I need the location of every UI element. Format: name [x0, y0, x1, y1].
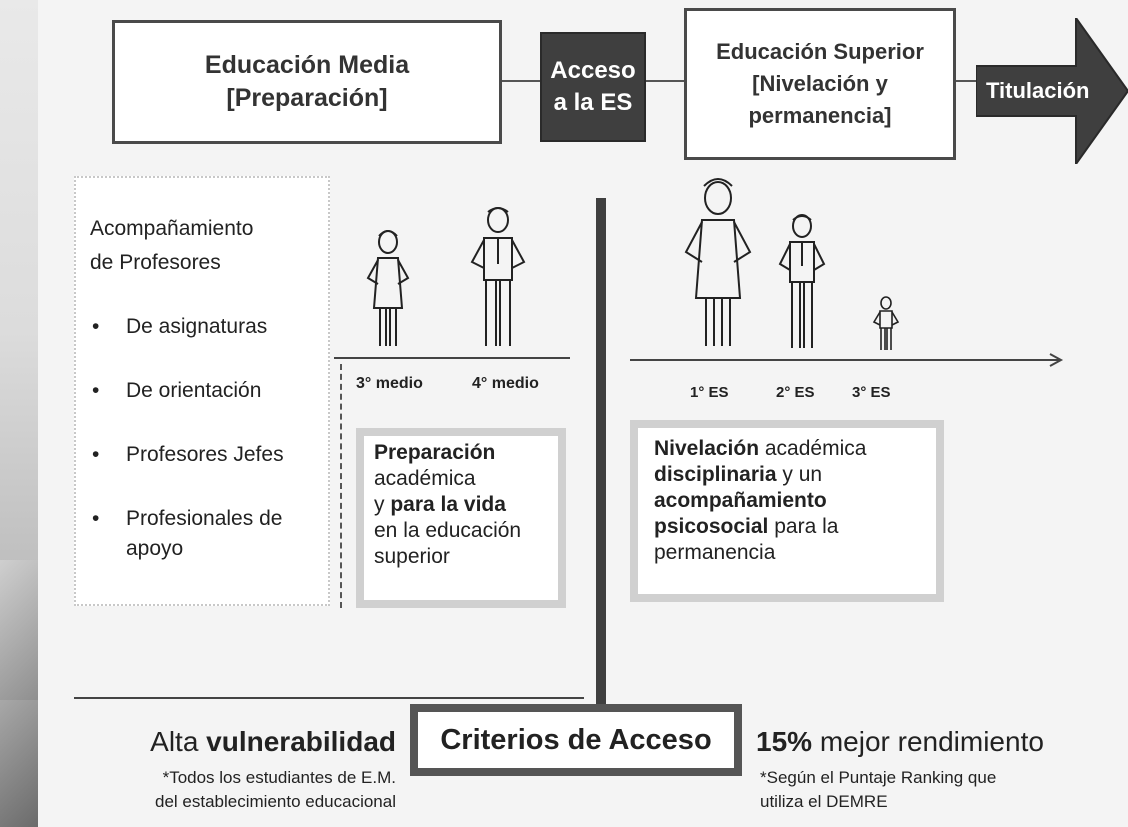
callout-text: en la educación [374, 519, 522, 542]
es-level-label: 1° ES [690, 384, 729, 401]
stage-educacion-media: Educación Media [Preparación] [112, 20, 502, 144]
list-item-label: Profesionales de apoyo [126, 507, 283, 560]
callout-text: superior [374, 545, 450, 568]
connector-acceso-superior [646, 80, 684, 82]
list-item-label: Profesores Jefes [126, 443, 284, 466]
student-3-es-icon [872, 296, 900, 350]
central-divider [596, 198, 606, 708]
criterio-left-note2: del establecimiento educacional [155, 792, 396, 811]
criterio-left-note1: *Todos los estudiantes de E.M. [162, 768, 396, 787]
criterio-rendimiento-note: *Según el Puntaje Ranking que utiliza el… [760, 766, 1110, 814]
criterio-right-note2: utiliza el DEMRE [760, 792, 888, 811]
media-dashed-divider [340, 364, 342, 608]
connector-superior-titulacion [956, 80, 978, 82]
stage-media-title: Educación Media [204, 51, 410, 79]
student-4-medio-icon [470, 207, 526, 346]
list-item: Profesionales de apoyo [86, 504, 322, 564]
criterio-vulnerabilidad: Alta vulnerabilidad [60, 726, 396, 758]
stage-superior-line2: [Nivelación y [752, 71, 888, 96]
list-item: Profesores Jefes [86, 440, 322, 470]
student-2-es-icon [778, 214, 826, 348]
bottom-separator-line [74, 697, 584, 699]
list-item: De asignaturas [86, 312, 322, 342]
callout-text: académica [759, 437, 867, 460]
stage-acceso-line1: Acceso [550, 57, 636, 84]
criterio-left-prefix: Alta [150, 726, 207, 757]
stage-superior-line1: Educación Superior [716, 39, 924, 64]
callout-text: para la [768, 515, 839, 538]
stage-superior-line3: permanencia] [748, 103, 892, 128]
callout-text: académica [374, 467, 476, 490]
callout-text: permanencia [654, 541, 776, 564]
decorative-side-strip [0, 0, 38, 827]
strip-shade-lower [0, 700, 38, 827]
callout-bold: acompañamiento [654, 489, 827, 512]
callout-bold: Nivelación [654, 437, 760, 460]
criterio-left-bold: vulnerabilidad [206, 726, 396, 757]
es-level-label: 3° ES [852, 384, 891, 401]
connector-media-acceso [502, 80, 540, 82]
media-level-label: 4° medio [472, 375, 539, 392]
list-item-label: De orientación [126, 379, 262, 402]
acompanamiento-heading: Acompañamiento de Profesores [90, 212, 253, 280]
media-callout: Preparación académica y para la vida en … [356, 428, 566, 608]
es-timeline-arrow [630, 353, 1064, 367]
callout-bold: Preparación [374, 441, 496, 464]
media-timeline-line [334, 357, 570, 359]
acompanamiento-heading-line1: Acompañamiento [90, 217, 254, 240]
callout-text: y un [776, 463, 823, 486]
media-level-label: 3° medio [356, 375, 423, 392]
student-1-es-icon [684, 178, 752, 346]
stage-titulacion-label: Titulación [986, 78, 1090, 103]
callout-bold: disciplinaria [654, 463, 777, 486]
stage-acceso-line2: a la ES [553, 89, 633, 116]
strip-shade-upper [0, 560, 38, 700]
callout-text: y [374, 493, 391, 516]
criterios-title: Criterios de Acceso [440, 723, 712, 756]
criterios-box: Criterios de Acceso [410, 704, 742, 776]
list-item: De orientación [86, 376, 322, 406]
criterio-rendimiento: 15% mejor rendimiento [756, 726, 1116, 758]
stage-acceso-es: Acceso a la ES [540, 32, 646, 142]
stage-media-subtitle: [Preparación] [226, 84, 388, 112]
criterio-right-note1: *Según el Puntaje Ranking que [760, 768, 997, 787]
criterio-right-bold: 15% [756, 726, 813, 757]
criterio-right-rest: mejor rendimiento [812, 726, 1044, 757]
acompanamiento-list: De asignaturas De orientación Profesores… [86, 312, 322, 564]
criterio-vulnerabilidad-note: *Todos los estudiantes de E.M. del estab… [60, 766, 396, 814]
es-level-label: 2° ES [776, 384, 815, 401]
titulacion-arrow [976, 18, 1128, 164]
callout-bold: para la vida [390, 493, 506, 516]
stage-educacion-superior: Educación Superior [Nivelación y permane… [684, 8, 956, 160]
acompanamiento-heading-line2: de Profesores [90, 251, 221, 274]
student-3-medio-icon [366, 230, 410, 346]
es-callout: Nivelación académica disciplinaria y un … [630, 420, 944, 602]
callout-bold: psicosocial [654, 515, 769, 538]
list-item-label: De asignaturas [126, 315, 268, 338]
